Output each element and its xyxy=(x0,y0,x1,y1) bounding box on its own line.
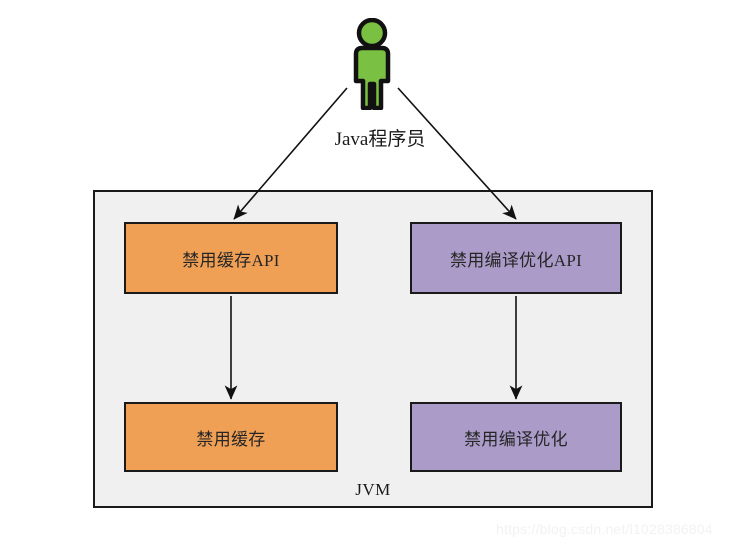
node-compile-api-label: 禁用编译优化API xyxy=(449,250,583,270)
node-compile[interactable]: 禁用编译优化 xyxy=(410,402,622,472)
person-icon xyxy=(344,18,400,110)
node-compile-api[interactable]: 禁用编译优化API xyxy=(410,222,622,294)
actor-label: Java程序员 xyxy=(334,129,426,150)
jvm-label: JVM xyxy=(355,480,391,499)
node-cache-api-label: 禁用缓存API xyxy=(182,250,280,270)
watermark: https://blog.csdn.net/l1028386804 xyxy=(496,521,713,537)
node-cache[interactable]: 禁用缓存 xyxy=(124,402,338,472)
node-cache-label: 禁用缓存 xyxy=(196,429,266,449)
node-compile-label: 禁用编译优化 xyxy=(464,429,568,449)
node-cache-api[interactable]: 禁用缓存API xyxy=(124,222,338,294)
